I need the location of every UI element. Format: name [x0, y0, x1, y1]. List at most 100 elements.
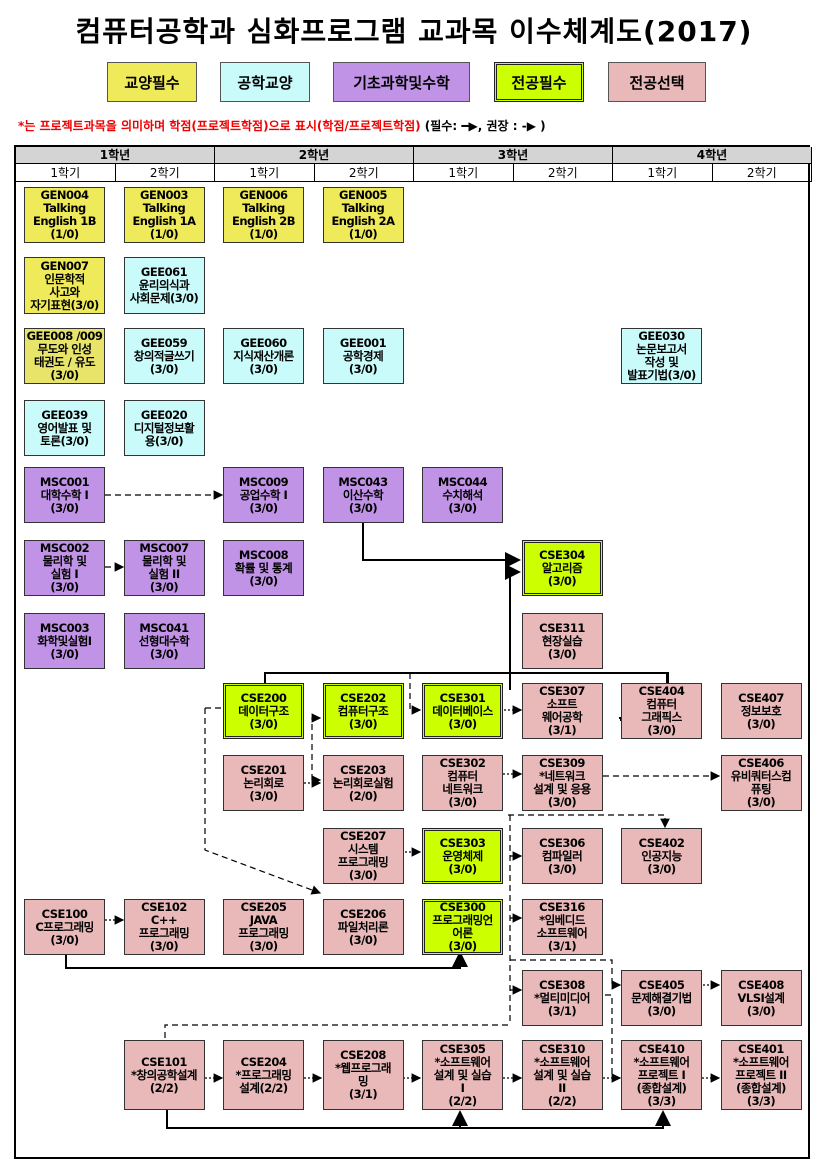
course-text: (3/0) [647, 1003, 676, 1018]
course-text: (3/0) [746, 1003, 776, 1018]
course-text: CSE207 [340, 829, 386, 843]
note-text: *는 프로젝트과목을 의미하며 학점(프로젝트학점)으로 표시(학점/프로젝트학… [18, 119, 421, 133]
course-text: *소프트웨어 [733, 1054, 789, 1069]
course-text: (3/0) [348, 716, 378, 731]
page-title: 컴퓨터공학과 심화프로그램 교과목 이수체계도(2017) [75, 15, 753, 48]
course-text: (1/0) [249, 227, 278, 241]
course-text: MSC043 [338, 474, 388, 489]
prereq-arrow [362, 522, 521, 568]
course-text: CSE205 [240, 900, 287, 914]
course-text: 영어발표 및 [37, 420, 92, 435]
course-text: 그래픽스 [641, 710, 682, 724]
course-text: GEE020 [140, 407, 188, 422]
course-text: *소프트웨어 [534, 1054, 590, 1069]
course-text: (3/1) [348, 1087, 378, 1101]
course-text: 프로그래밍 [337, 855, 389, 869]
course-text: (1/0) [348, 227, 378, 241]
course-text: CSE402 [638, 835, 685, 850]
semester-header: 1학기 [414, 164, 514, 182]
course-text: 논문보고서 [636, 342, 687, 356]
course-text: CSE406 [738, 756, 784, 770]
course-text: Talking [142, 201, 186, 215]
course-text: 공업수학 I [239, 487, 288, 502]
course-text: I [460, 1080, 465, 1095]
legend-item: 기초과학및수학 [333, 62, 470, 102]
year-header: 2학년 [215, 147, 414, 164]
year-header: 4학년 [613, 147, 812, 164]
course-text: 논리회로실험 [332, 775, 394, 790]
course-text: CSE206 [340, 906, 386, 921]
course-text: (3/0) [547, 573, 577, 588]
course-text: 실험 II [148, 567, 180, 581]
course-text: (3/0) [50, 646, 79, 661]
course-text: Talking [43, 201, 86, 215]
legend-note: *는 프로젝트과목을 의미하며 학점(프로젝트학점)으로 표시(학점/프로젝트학… [18, 117, 546, 134]
course-text: 컴퓨터 [447, 769, 478, 783]
course-text: MSC001 [39, 474, 90, 489]
course-text: 웨어공학 [541, 710, 583, 724]
prereq-arrow [164, 1024, 508, 1040]
course-text: GEE059 [140, 335, 188, 350]
course-text: 윤리의식과 [138, 278, 190, 292]
course-text: (3/0) [647, 861, 676, 876]
course-text: (3/0) [448, 500, 477, 515]
course-text: (3/0) [50, 932, 79, 947]
course-text: 무도와 인성 [37, 342, 92, 356]
course-text: 알고리즘 [541, 560, 583, 575]
course-text: (3/0) [50, 500, 79, 515]
course-text: 운영체제 [442, 848, 483, 863]
course-text: MSC008 [238, 547, 289, 562]
course-text: CSE302 [439, 756, 486, 770]
course-text: GEE039 [41, 407, 88, 422]
course-text: 정보보호 [740, 703, 782, 718]
course-text: CSE308 [539, 977, 585, 992]
course-text: MSC003 [39, 620, 90, 635]
course-text: 프로그래밍 [238, 926, 289, 940]
semester-header: 1학기 [16, 164, 116, 182]
course-text: (3/0) [647, 723, 676, 737]
course-text: English 1B [33, 214, 96, 228]
course-text: 밍 [357, 1074, 369, 1088]
course-text: CSE310 [539, 1041, 585, 1056]
course-text: 토론(3/0) [40, 433, 89, 448]
legend-item: 전공선택 [608, 62, 706, 102]
legend-item: 공학교양 [220, 62, 310, 102]
course-text: 태권도 / 유도 [33, 355, 96, 369]
course-text: 컴퓨터 [646, 697, 677, 711]
course-text: CSE307 [539, 684, 585, 698]
course-text: CSE202 [340, 690, 386, 705]
course-text: 발표기법(3/0) [627, 368, 696, 382]
course-text: 퓨팅 [750, 782, 772, 796]
course-text: *임베디드 [539, 913, 585, 927]
course-text: CSE300 [439, 900, 486, 914]
course-text: 확률 및 통계 [234, 560, 293, 575]
course-text: (3/0) [547, 861, 577, 876]
course-text: 공학경제 [342, 348, 384, 363]
course-text: 데이터구조 [238, 703, 289, 718]
course-text: *창의공학설계 [131, 1067, 198, 1082]
course-text: GEE030 [638, 329, 685, 343]
course-text: 인문학적 [44, 271, 85, 286]
course-text: CSE408 [738, 977, 784, 992]
course-text: (3/0) [149, 939, 179, 953]
course-text: (3/0) [249, 573, 278, 588]
course-text: GEN006 [239, 188, 288, 202]
semester-header: 2학기 [115, 164, 215, 182]
course-text: (3/0) [50, 580, 79, 594]
